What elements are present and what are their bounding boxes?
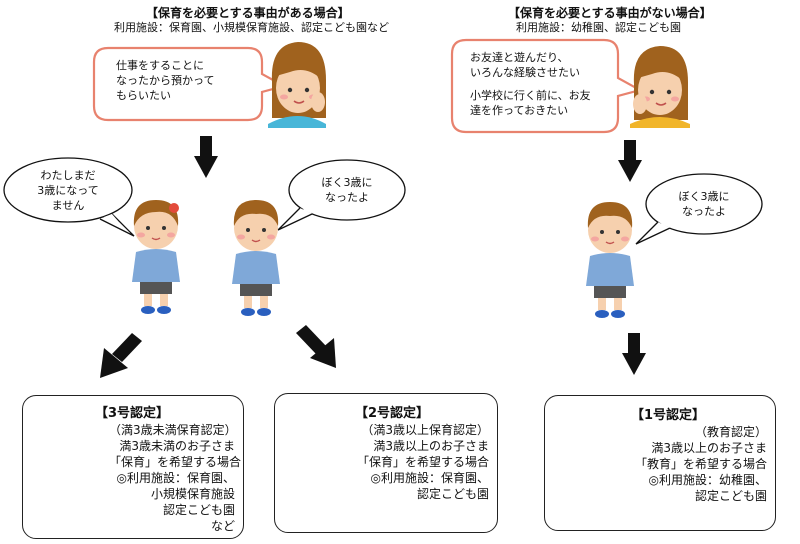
arrow-to-2go xyxy=(296,325,336,368)
box-line: （満3歳以上保育認定） xyxy=(361,423,489,437)
arrow-to-3go xyxy=(100,333,142,378)
arrow-down-right-top xyxy=(618,140,642,182)
box-1go: 【1号認定】 （教育認定） 満3歳以上のお子さま 「教育」を希望する場合 ◎利用… xyxy=(544,395,776,531)
bubble-line: 達を作っておきたい xyxy=(470,104,569,117)
right-boy-illustration xyxy=(586,202,634,318)
box-2go-lines: （満3歳以上保育認定） 満3歳以上のお子さま 「保育」を希望する場合 ◎利用施設… xyxy=(353,422,489,502)
box-1go-lines: （教育認定） 満3歳以上のお子さま 「教育」を希望する場合 ◎利用施設：幼稚園、… xyxy=(627,424,767,504)
box-line: 「教育」を希望する場合 xyxy=(634,457,767,471)
box-line: 満3歳以上のお子さま xyxy=(373,439,489,453)
box-line: 満3歳未満のお子さま xyxy=(119,439,235,453)
box-line: 「保育」を希望する場合 xyxy=(356,455,489,469)
right-boy-speech-text: ぼく3歳に なったよ xyxy=(659,189,749,219)
bubble-spacer xyxy=(470,80,591,88)
box-line: 満3歳以上のお子さま xyxy=(651,441,767,455)
right-mother-bubble-text: お友達と遊んだり、 いろんな経験させたい 小学校に行く前に、お友 達を作っておき… xyxy=(470,50,591,118)
right-mother-bubble xyxy=(450,38,643,134)
right-header-title: 【保育を必要とする事由がない場合】 xyxy=(508,6,712,20)
box-line: ◎利用施設：保育園、 xyxy=(370,471,489,485)
box-line: ◎利用施設：保育園、 xyxy=(116,471,235,485)
bubble-line: 仕事をすることに xyxy=(116,59,204,72)
left-boy-illustration xyxy=(232,200,280,316)
box-1go-title: 【1号認定】 xyxy=(631,408,706,423)
box-line: など xyxy=(210,519,235,533)
speech-line: ぼく3歳に xyxy=(678,190,730,203)
bubble-line: なったから預かって xyxy=(116,74,215,87)
speech-line: ません xyxy=(51,199,85,212)
speech-line: なったよ xyxy=(682,205,726,218)
box-2go-title: 【2号認定】 xyxy=(355,406,430,421)
box-line: ◎利用施設：幼稚園、 xyxy=(648,473,767,487)
girl-speech-bubble xyxy=(3,157,135,237)
left-mother-bubble-text: 仕事をすることに なったから預かって もらいたい xyxy=(116,58,214,103)
girl-illustration xyxy=(132,200,180,314)
box-2go: 【2号認定】 （満3歳以上保育認定） 満3歳以上のお子さま 「保育」を希望する場… xyxy=(274,393,498,533)
girl-speech-text: わたしまだ 3歳になって ません xyxy=(18,168,118,213)
right-mother-illustration xyxy=(630,46,690,128)
speech-line: 3歳になって xyxy=(37,184,99,197)
left-boy-speech-text: ぼく3歳に なったよ xyxy=(302,175,392,205)
left-mother-bubble xyxy=(92,46,287,122)
box-line: 認定こども園 xyxy=(162,503,235,517)
speech-line: ぼく3歳に xyxy=(321,176,373,189)
left-mother-illustration xyxy=(268,42,326,128)
arrow-to-1go xyxy=(622,333,646,375)
box-3go-title: 【3号認定】 xyxy=(95,406,170,421)
arrow-down-left-top xyxy=(194,136,218,178)
right-header-subtitle: 利用施設：幼稚園、認定こども園 xyxy=(516,21,681,34)
box-line: 認定こども園 xyxy=(416,487,489,501)
box-3go-lines: （満3歳未満保育認定） 満3歳未満のお子さま 「保育」を希望する場合 ◎利用施設… xyxy=(109,422,242,534)
bubble-line: いろんな経験させたい xyxy=(470,66,580,79)
bubble-line: 小学校に行く前に、お友 xyxy=(470,89,591,102)
left-header-title: 【保育を必要とする事由がある場合】 xyxy=(146,6,350,20)
bubble-line: お友達と遊んだり、 xyxy=(470,51,569,64)
right-boy-speech-bubble xyxy=(635,173,763,245)
speech-line: わたしまだ xyxy=(40,169,96,182)
box-line: （満3歳未満保育認定） xyxy=(109,423,237,437)
left-boy-speech-bubble xyxy=(277,159,406,231)
left-header-subtitle: 利用施設：保育園、小規模保育施設、認定こども園など xyxy=(114,21,389,34)
box-line: 「保育」を希望する場合 xyxy=(109,455,242,469)
box-line: 認定こども園 xyxy=(694,489,767,503)
box-line: 小規模保育施設 xyxy=(150,487,235,501)
box-3go: 【3号認定】 （満3歳未満保育認定） 満3歳未満のお子さま 「保育」を希望する場… xyxy=(22,395,244,539)
box-line: （教育認定） xyxy=(694,425,767,439)
bubble-line: もらいたい xyxy=(116,89,171,102)
speech-line: なったよ xyxy=(325,191,369,204)
